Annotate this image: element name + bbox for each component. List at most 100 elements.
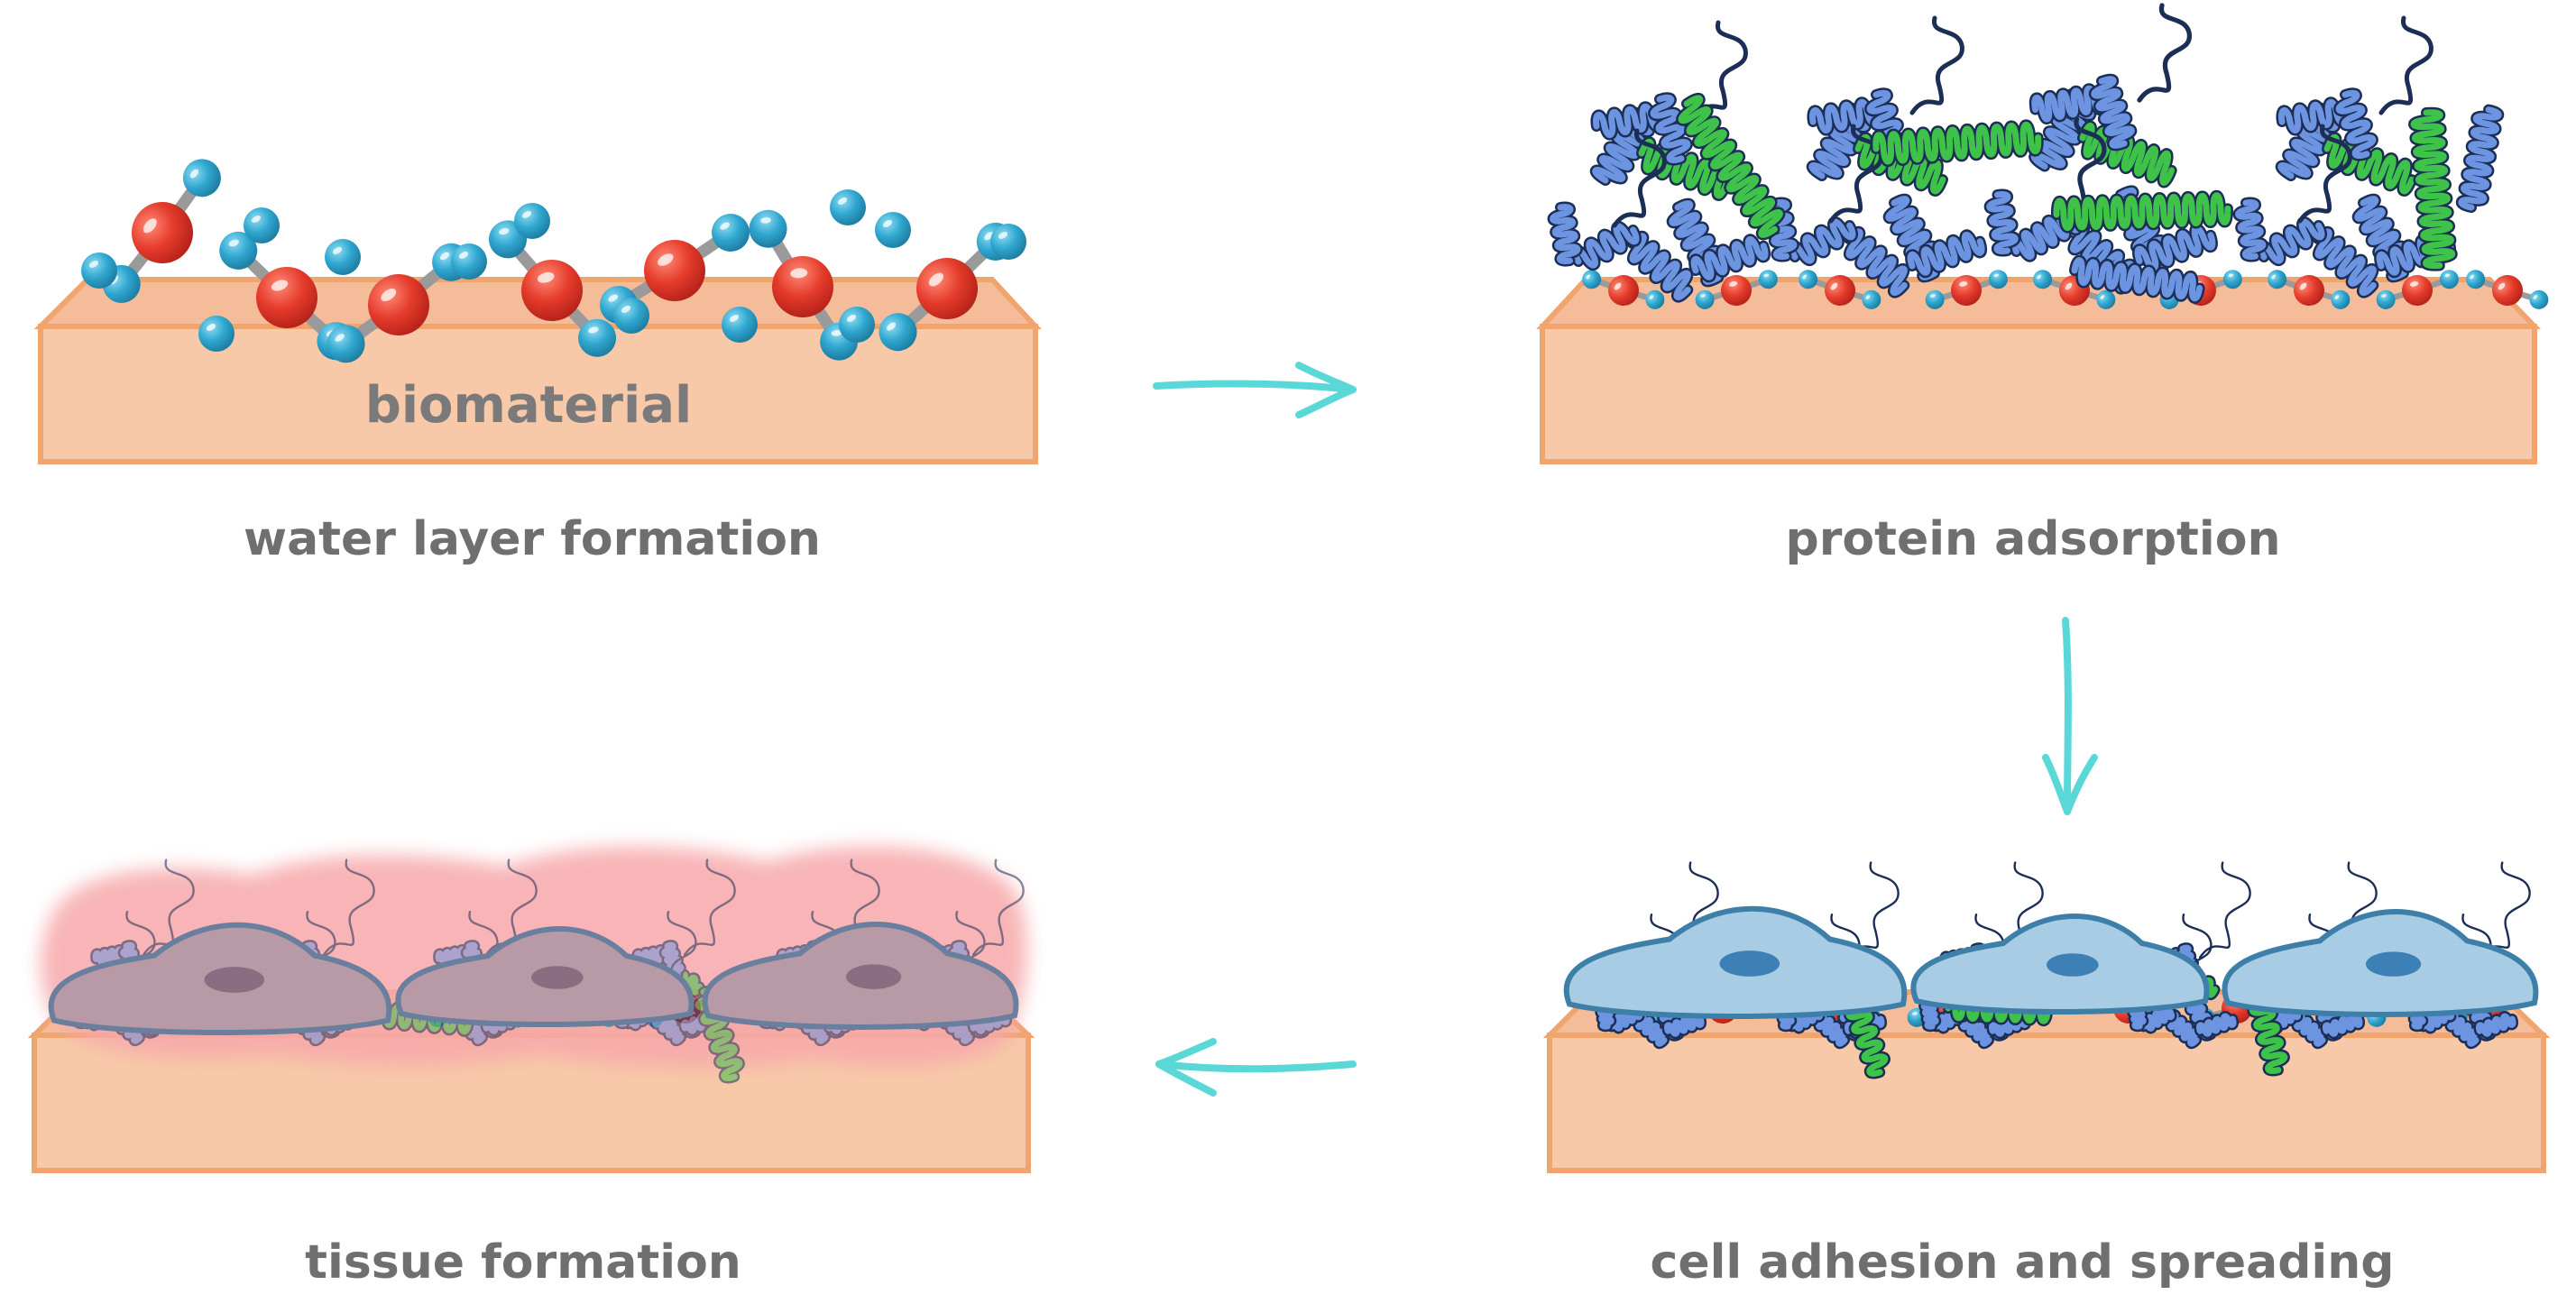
protein-helix	[2255, 216, 2327, 266]
cell	[702, 922, 1019, 1030]
oxygen-atom	[256, 267, 317, 328]
oxygen-atom	[1951, 275, 1982, 306]
protein-helix	[1627, 231, 1694, 303]
water-molecule	[488, 220, 617, 357]
hydrogen-atom	[1582, 270, 1602, 289]
protein-helix	[2232, 197, 2268, 262]
hydrogen-atom	[2376, 289, 2396, 309]
arrow-down-icon	[2042, 617, 2098, 815]
protein-loop	[972, 858, 1025, 956]
hydrogen-atom	[839, 307, 875, 343]
nucleus	[531, 966, 584, 989]
protein-loop	[1846, 861, 1900, 959]
caption-cell-adhesion-and-spreading: cell adhesion and spreading	[1650, 1235, 2395, 1290]
hydrogen-atom	[182, 159, 221, 197]
protein-loop	[1909, 15, 1964, 115]
hydrogen-atom	[722, 307, 758, 343]
hydrogen-atom	[244, 207, 280, 243]
oxygen-atom	[368, 274, 429, 335]
water-molecule	[1582, 270, 1665, 309]
tissue-cells	[48, 922, 1019, 1035]
nucleus	[2366, 951, 2422, 977]
protein-helix	[2408, 106, 2458, 271]
protein-helix	[2194, 1011, 2240, 1040]
hydrogen-atom	[198, 316, 235, 352]
protein-helix	[1786, 216, 1858, 266]
protein-helix	[1569, 221, 1642, 271]
biomaterial-label: biomaterial	[364, 376, 693, 435]
hydrogen-atom	[2268, 270, 2287, 289]
protein-loop	[323, 858, 375, 956]
cell	[1563, 905, 1908, 1019]
protein-loop	[2297, 124, 2352, 224]
protein-helix	[2455, 104, 2505, 213]
nucleus	[1719, 950, 1780, 977]
protein-loop	[1612, 128, 1667, 228]
hydrogen-atom	[2033, 270, 2053, 289]
protein-loop	[1693, 20, 1748, 120]
caption-protein-adsorption: protein adsorption	[1785, 512, 2281, 566]
arrow-right-icon	[1153, 362, 1357, 418]
hydrogen-atom	[2466, 270, 2486, 289]
hydrogen-atom	[879, 313, 917, 352]
substrate-block	[1536, 277, 2542, 464]
oxygen-atom	[521, 260, 583, 321]
protein-helix	[1688, 234, 1771, 283]
nucleus	[2047, 953, 2099, 977]
cell	[2222, 909, 2539, 1017]
cell	[395, 926, 695, 1027]
protein-helix	[1676, 93, 1786, 241]
oxygen-atom	[132, 202, 193, 263]
oxygen-atom	[916, 258, 978, 319]
water-molecules	[81, 159, 1026, 363]
hydrogen-atom	[1862, 289, 1881, 309]
oxygen-atom	[1825, 275, 1855, 306]
hydrogen-atom	[1758, 270, 1778, 289]
hydrogen-atom	[1645, 289, 1665, 309]
protein-helix	[2077, 120, 2177, 188]
oxygen-atom	[2294, 275, 2324, 306]
hydrogen-atom	[1925, 289, 1945, 309]
hydrogen-atom	[2439, 270, 2459, 289]
hydrogen-atom	[830, 189, 866, 225]
oxygen-atom	[1721, 275, 1752, 306]
water-molecule	[2268, 270, 2351, 309]
protein-helix	[1983, 188, 2021, 257]
water-molecule	[1695, 270, 1778, 309]
arrow-left-icon	[1155, 1038, 1357, 1097]
protein-helix	[2029, 83, 2107, 124]
protein-helix	[1547, 201, 1583, 267]
hydrogen-atom	[219, 231, 258, 270]
hydrogen-atom	[2529, 289, 2549, 309]
hydrogen-atom	[990, 224, 1026, 260]
protein-loop	[2137, 3, 2192, 103]
adherent-cells	[1563, 905, 2539, 1019]
hydrogen-atom	[2331, 289, 2351, 309]
protein-helix	[1590, 101, 1665, 141]
protein-helix	[1648, 92, 1693, 166]
protein-helix	[2276, 96, 2351, 136]
water-molecule	[1925, 270, 2008, 309]
protein-helix	[1870, 119, 2044, 168]
protein-loop	[2378, 15, 2433, 115]
protein-loop	[2479, 861, 2531, 959]
protein-helix	[1844, 226, 1910, 298]
stage-cell	[1542, 861, 2551, 1173]
hydrogen-atom	[451, 243, 487, 280]
nucleus	[204, 967, 265, 993]
caption-tissue-formation: tissue formation	[305, 1235, 741, 1290]
cell	[48, 922, 392, 1035]
protein-helix	[2322, 132, 2417, 197]
protein-helix	[2069, 254, 2205, 304]
oxygen-atom	[2492, 275, 2523, 306]
stage-tissue	[27, 846, 1035, 1173]
protein-helix	[1905, 229, 1988, 279]
protein-helix	[2473, 1011, 2519, 1040]
protein-helix	[1636, 136, 1732, 201]
stage-water	[33, 159, 1042, 464]
hydrogen-atom	[613, 298, 649, 334]
water-molecule	[2466, 270, 2549, 309]
water-molecule	[102, 159, 221, 303]
hydrogen-atom	[1988, 270, 2008, 289]
